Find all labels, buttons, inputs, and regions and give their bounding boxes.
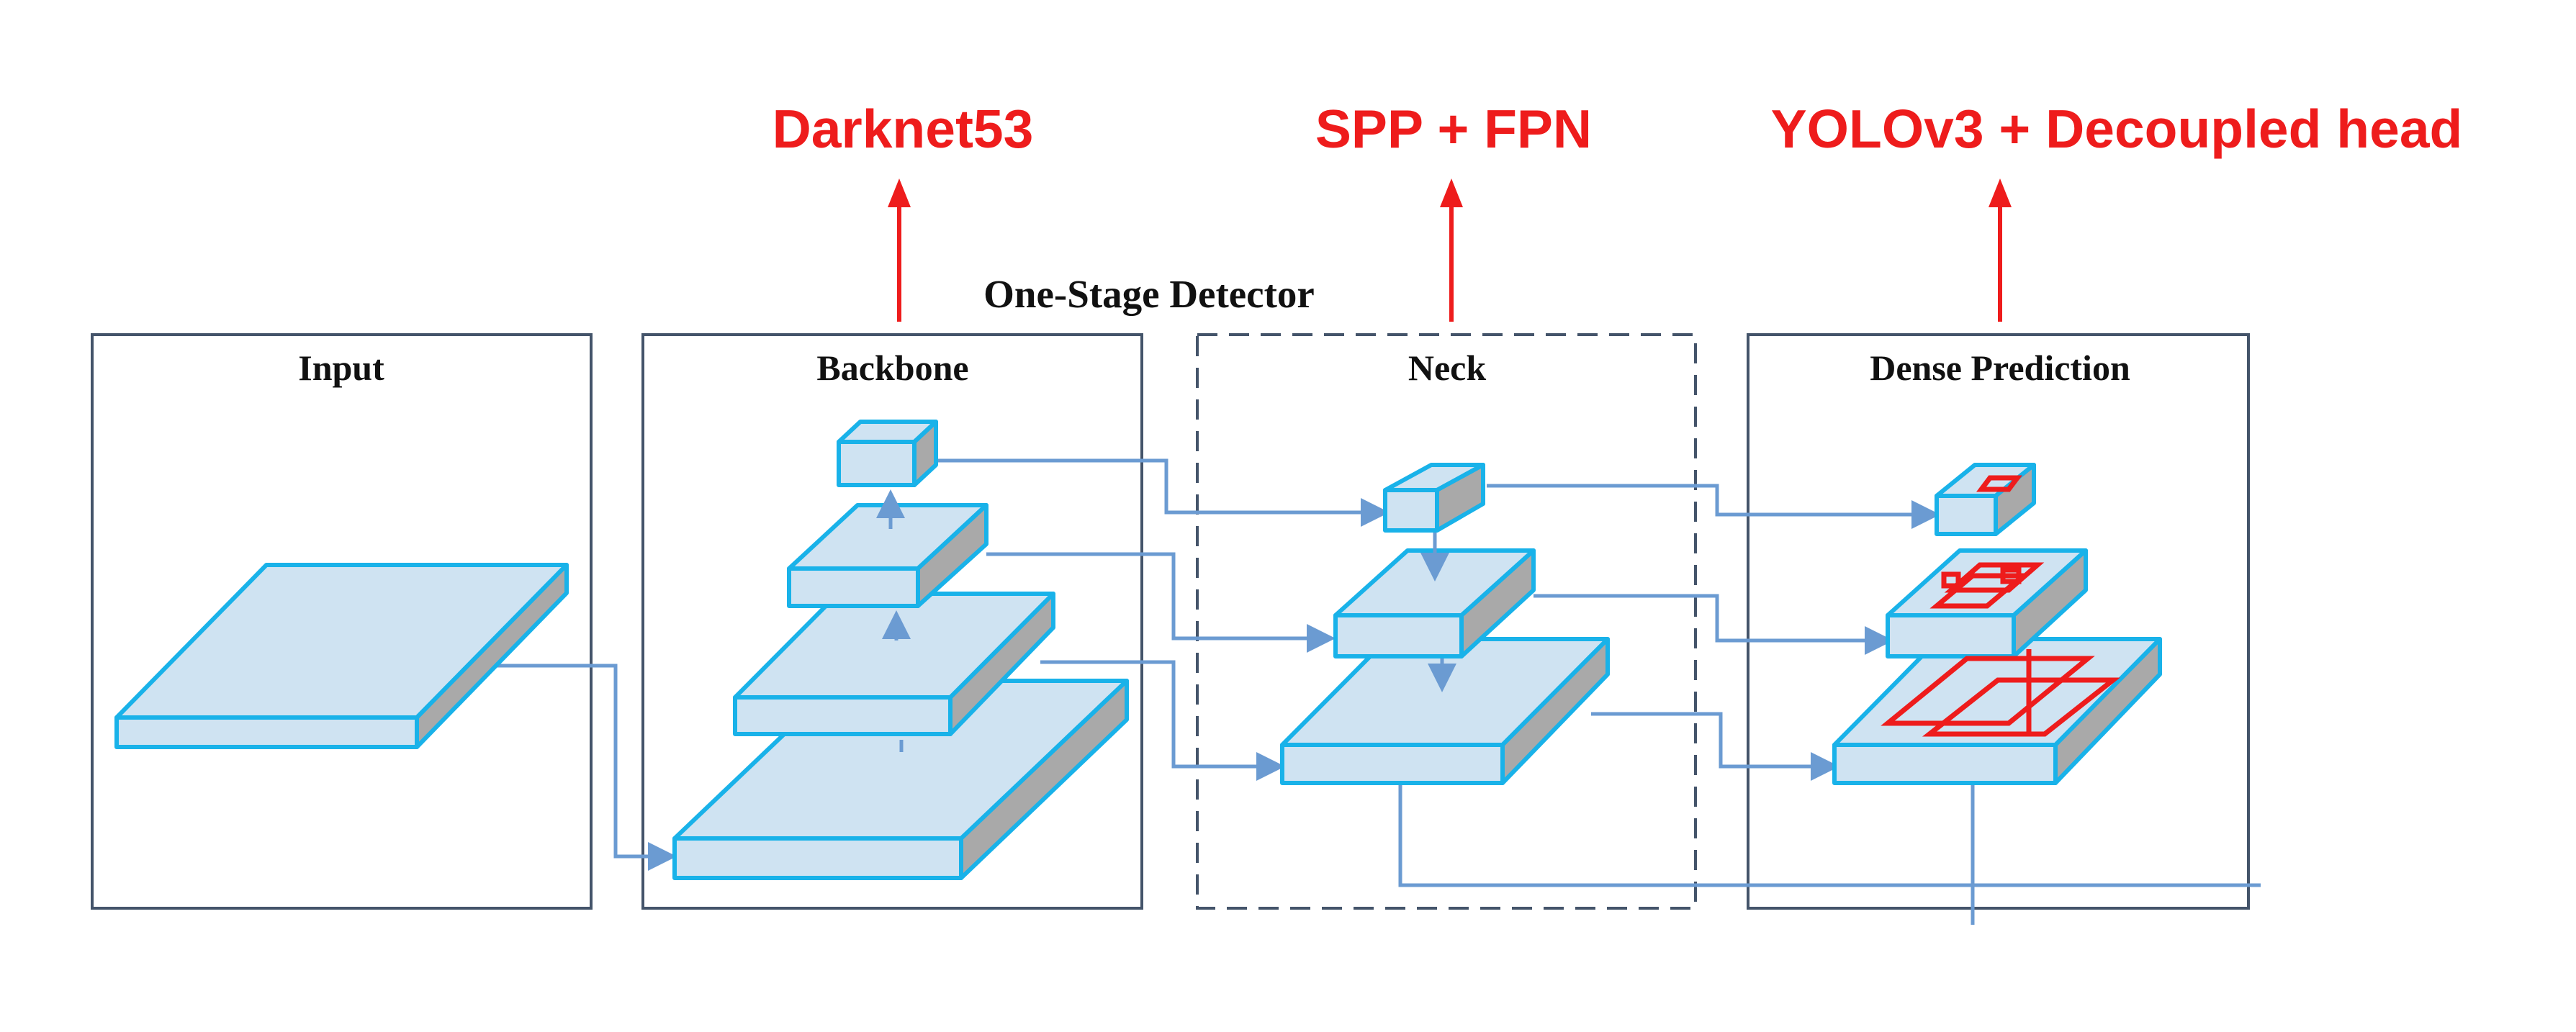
neck-annotation-arrow [1440, 178, 1463, 322]
neck-topdown-arrows [1420, 533, 1456, 692]
backbone-upsample-arrows [876, 489, 911, 752]
backbone-feature-level-4 [837, 420, 938, 487]
head-annotation-arrow [1989, 178, 2012, 322]
head-feature-level-1 [1832, 637, 2162, 785]
dense-prediction-panel-title: Dense Prediction [1870, 348, 2130, 388]
backbone-panel-title: Backbone [816, 348, 968, 388]
head-model-label: YOLOv3 + Decoupled head [1771, 99, 2463, 159]
neck-feature-level-3 [1383, 463, 1485, 533]
backbone-feature-level-3 [787, 503, 988, 608]
backbone-feature-level-2 [733, 592, 1055, 736]
input-panel-title: Input [298, 348, 384, 388]
backbone-annotation-arrow [888, 178, 911, 322]
backbone-feature-level-1 [672, 679, 1129, 880]
prediction-box-small [1976, 475, 2022, 492]
neck-panel-title: Neck [1408, 348, 1486, 388]
input-image-block [114, 563, 569, 749]
backbone-model-label: Darknet53 [773, 99, 1034, 159]
neck-model-label: SPP + FPN [1315, 99, 1592, 159]
prediction-boxes-large [1881, 649, 2121, 737]
prediction-boxes-medium [1929, 562, 2045, 609]
neck-feature-level-2 [1333, 548, 1536, 658]
head-feature-level-3 [1935, 463, 2036, 536]
diagram-title: One-Stage Detector [983, 272, 1315, 316]
